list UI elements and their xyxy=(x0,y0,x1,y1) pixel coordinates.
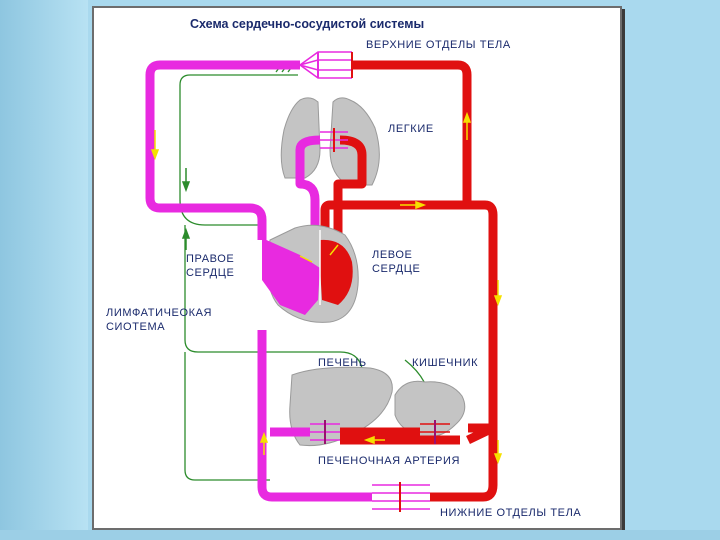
label-left-heart-line1: ЛЕВОЕ xyxy=(372,249,412,261)
label-hepatic-artery: ПЕЧЕНОЧНАЯ АРТЕРИЯ xyxy=(318,455,460,467)
diagram-title: Схема сердечно-сосудистой системы xyxy=(190,17,424,31)
flow-arrows xyxy=(150,111,503,465)
label-left-heart-line2: СЕРДЦЕ xyxy=(372,263,420,275)
label-lower-body: НИЖНИЕ ОТДЕЛЫ ТЕЛА xyxy=(440,507,581,519)
lung-capillaries xyxy=(320,128,348,152)
arterial-vessels xyxy=(320,60,498,502)
liver xyxy=(289,366,393,446)
upper-body-capillaries xyxy=(299,51,353,79)
lower-body-capillaries xyxy=(372,482,430,512)
intestine-capillaries xyxy=(420,420,450,444)
label-right-heart-line1: ПРАВОЕ xyxy=(186,253,234,265)
label-intestine: КИШЕЧНИК xyxy=(412,357,478,369)
lymph-arrows xyxy=(181,168,191,250)
label-lungs: ЛЕГКИЕ xyxy=(388,123,434,135)
venous-vessels xyxy=(145,60,372,502)
label-liver: ПЕЧЕНЬ xyxy=(318,357,367,369)
slide-side-panel xyxy=(0,0,88,540)
liver-capillaries xyxy=(310,420,340,444)
label-lymph-line2: СИОТЕМА xyxy=(106,321,165,333)
label-lymph-line1: ЛИМФАТИЧЕОКАЯ xyxy=(106,307,212,319)
heart xyxy=(262,224,359,323)
label-upper-body: ВЕРХНИЕ ОТДЕЛЫ ТЕЛА xyxy=(366,39,511,51)
slide-footer-bar xyxy=(0,530,720,540)
label-right-heart-line2: СЕРДЦЕ xyxy=(186,267,234,279)
